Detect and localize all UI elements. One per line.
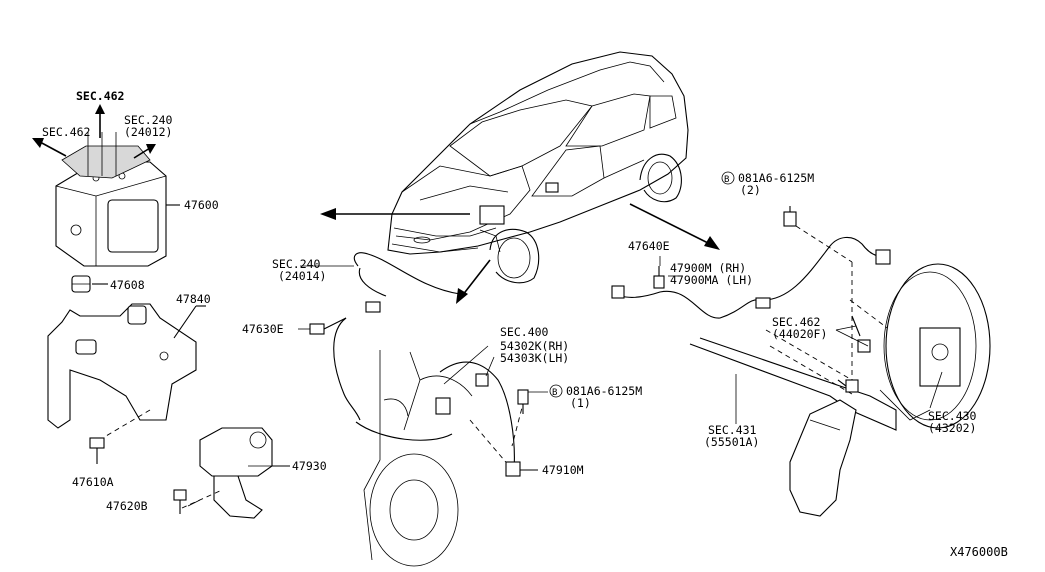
label-sec430: SEC.430 (928, 409, 977, 423)
bolt-b-marker-2 (721, 171, 735, 185)
abs-actuator-47600 (55, 132, 180, 267)
label-47900ma: 47900MA (LH) (670, 273, 753, 287)
label-47620b: 47620B (106, 499, 148, 513)
label-sec430-code: (43202) (928, 421, 976, 435)
label-sec431: SEC.431 (708, 423, 757, 437)
label-47840: 47840 (176, 292, 211, 306)
grommet-47608 (71, 275, 108, 293)
label-47640e: 47640E (628, 239, 670, 253)
front-hose-and-knuckle (309, 252, 538, 567)
label-sec462-right: SEC.462 (772, 315, 820, 329)
label-47610a: 47610A (72, 475, 114, 489)
label-bolt-b-2-qty: (2) (740, 183, 761, 197)
vehicle-illustration (387, 51, 689, 284)
bolt-47620b (173, 489, 187, 514)
rear-harness-and-axle (611, 206, 991, 517)
label-sec240-a-code: (24012) (124, 125, 172, 139)
label-sec240-b: SEC.240 (272, 257, 321, 271)
label-47608: 47608 (110, 278, 145, 292)
label-bolt-b-2: 081A6-6125M (738, 171, 814, 185)
label-sec431-code: (55501A) (704, 435, 759, 449)
bolt-47610a (89, 437, 105, 464)
leader-lines (187, 256, 943, 507)
label-47900m: 47900M (RH) (670, 261, 746, 275)
bracket-47840 (47, 303, 206, 437)
labels: SEC.462 SEC.240 (24012) SEC.462 47600 47… (42, 89, 1008, 559)
label-bolt-b-1: 081A6-6125M (566, 384, 642, 398)
label-bolt-b-1-marker: B (552, 388, 557, 398)
label-sec240-a: SEC.240 (124, 113, 173, 127)
label-47910m: 47910M (542, 463, 584, 477)
sensor-47930 (181, 427, 290, 519)
label-54303k: 54303K(LH) (500, 351, 569, 365)
bolt-b-marker-1 (549, 384, 563, 398)
label-54302k: 54302K(RH) (500, 339, 569, 353)
label-47600: 47600 (184, 198, 219, 212)
callout-arrows (320, 203, 720, 304)
label-47930: 47930 (292, 459, 327, 473)
diagram-id: X476000B (950, 545, 1008, 559)
sec-arrows-actuator (32, 104, 156, 159)
label-sec462-right-code: (44020F) (772, 327, 827, 341)
label-sec400: SEC.400 (500, 325, 549, 339)
label-sec462-top: SEC.462 (76, 89, 124, 103)
label-bolt-b-1-qty: (1) (570, 396, 591, 410)
label-sec240-b-code: (24014) (278, 269, 326, 283)
label-sec462-left: SEC.462 (42, 125, 90, 139)
label-bolt-b-2-marker: B (724, 175, 729, 185)
label-47630e: 47630E (242, 322, 284, 336)
